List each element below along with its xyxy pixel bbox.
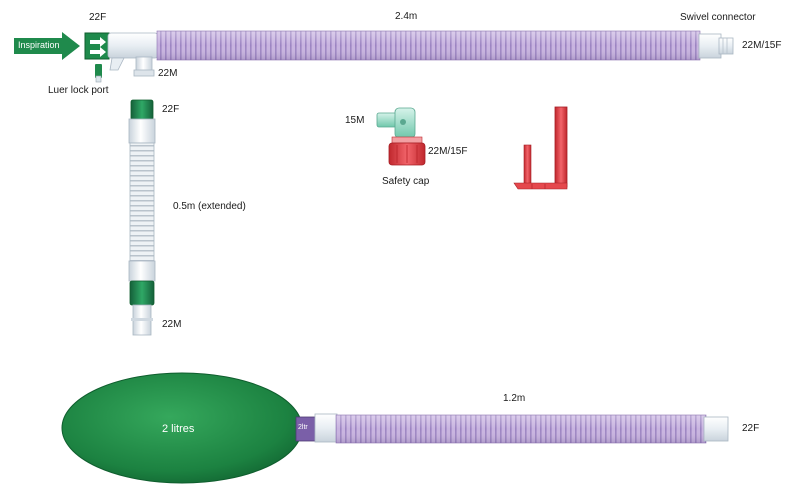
extension-limb-assembly bbox=[128, 99, 156, 336]
reservoir-bag-assembly bbox=[61, 372, 729, 484]
green-bottom-cuff bbox=[129, 280, 155, 306]
bag-connector bbox=[314, 413, 338, 443]
bottom-tube-length-label: 1.2m bbox=[503, 393, 526, 404]
limb-top-size-label: 22F bbox=[162, 104, 180, 115]
top-tube-length-label: 2.4m bbox=[395, 11, 418, 22]
bottom-tube-end-label: 22F bbox=[742, 423, 760, 434]
top-port-size-label: 22M bbox=[158, 68, 178, 79]
limb-bottom-size-label: 22M bbox=[162, 319, 182, 330]
swivel-connector-label: Swivel connector bbox=[680, 12, 756, 23]
cap-size-label: 22M/15F bbox=[428, 146, 468, 157]
swivel-connector bbox=[698, 33, 734, 59]
extension-corrugated-tube bbox=[129, 142, 155, 262]
inspiratory-limb-assembly bbox=[14, 30, 734, 83]
white-y-connector bbox=[107, 32, 159, 77]
white-top-connector bbox=[128, 118, 156, 144]
elbow-safety-cap-assembly bbox=[376, 107, 426, 166]
bag-volume-label: 2 litres bbox=[162, 423, 195, 435]
luer-lock-port bbox=[95, 64, 102, 83]
safety-cap bbox=[388, 136, 426, 166]
green-22f-connector bbox=[84, 32, 110, 60]
green-22f-top-cuff bbox=[130, 99, 154, 121]
teal-15m-elbow bbox=[376, 107, 416, 139]
inspiration-label: Inspiration bbox=[18, 40, 60, 50]
inspiratory-tube-2-4m bbox=[156, 30, 701, 61]
top-connector-size-label: 22F bbox=[89, 12, 107, 23]
luer-lock-port-label: Luer lock port bbox=[48, 85, 109, 96]
swivel-size-label: 22M/15F bbox=[742, 40, 782, 51]
inspiration-arrow bbox=[14, 32, 80, 60]
22f-end-connector bbox=[703, 416, 729, 442]
elbow-size-label: 15M bbox=[345, 115, 365, 126]
expiratory-tube-1-2m bbox=[335, 414, 707, 444]
limb-length-label: 0.5m (extended) bbox=[173, 201, 246, 212]
safety-cap-label: Safety cap bbox=[382, 176, 430, 187]
white-bottom-connector bbox=[128, 260, 156, 282]
bag-neck-mark-label: 2ltr bbox=[298, 424, 308, 431]
red-tube-holder bbox=[513, 106, 568, 190]
